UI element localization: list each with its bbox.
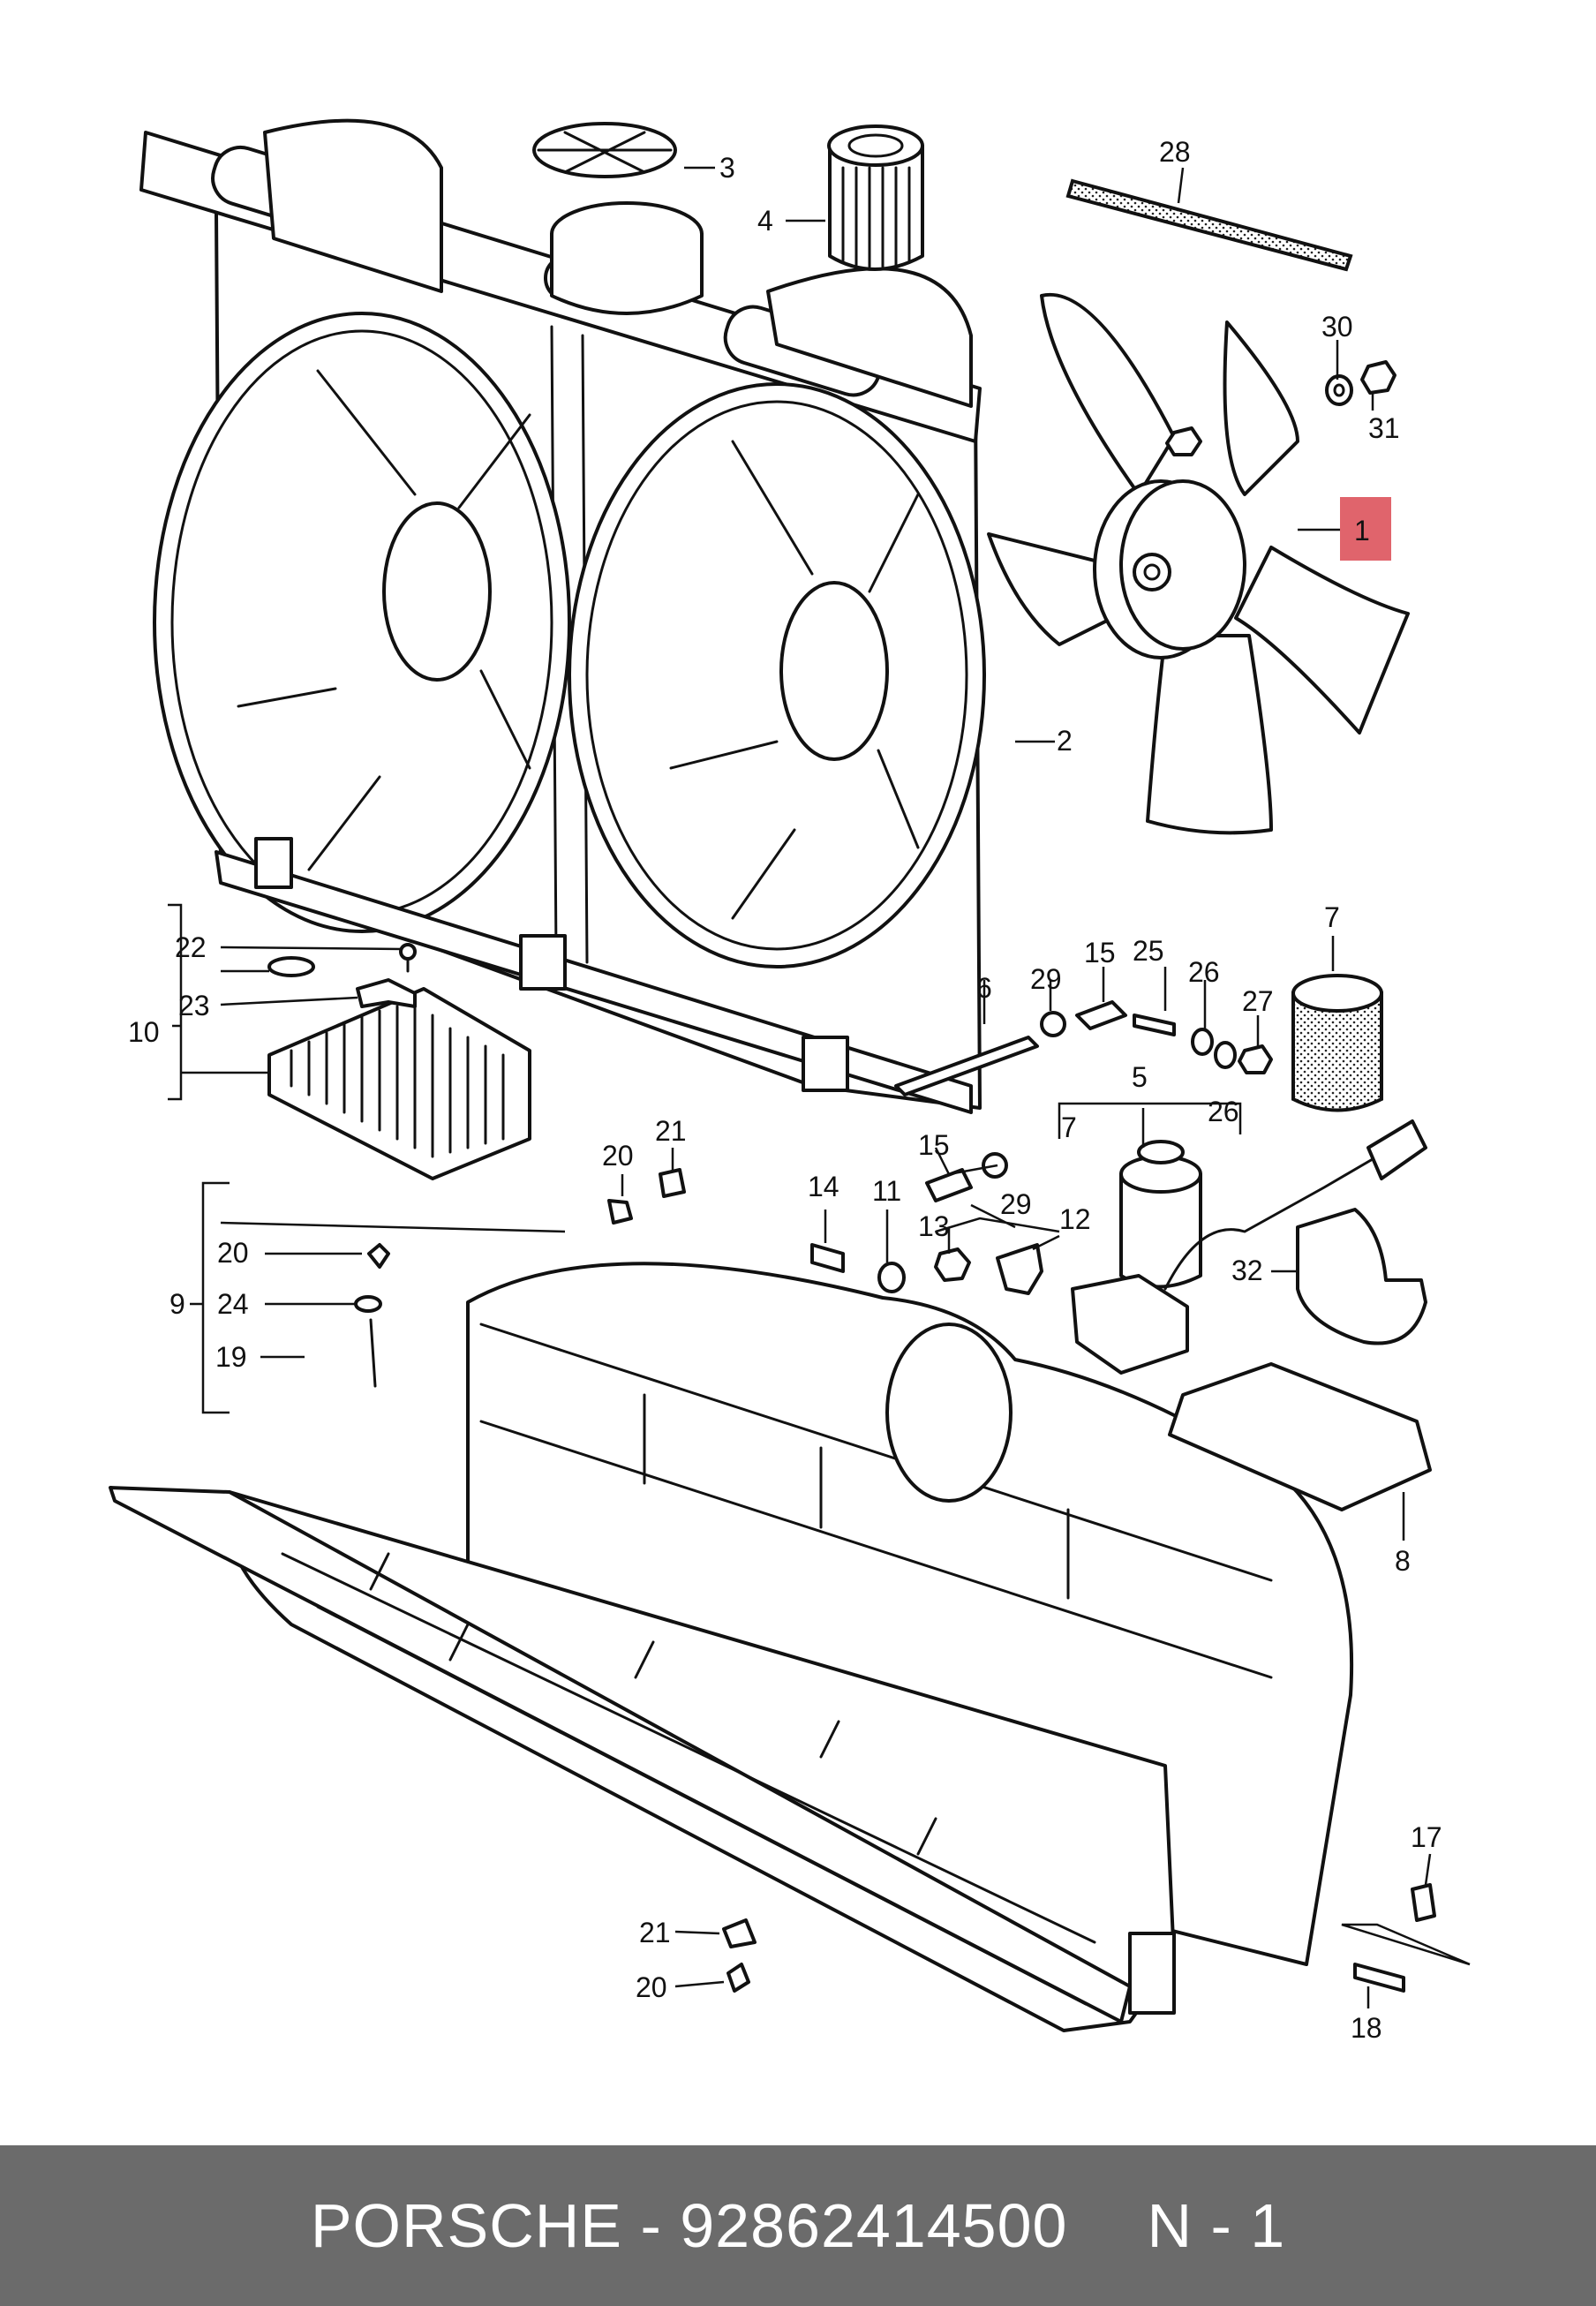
box-part-8 (1168, 1362, 1432, 1511)
callout-23: 23 (178, 990, 210, 1021)
callout-27: 27 (1242, 985, 1274, 1017)
small-hardware (354, 1000, 1436, 1993)
callout-20-c: 20 (636, 1971, 667, 2003)
highlight-box (1340, 497, 1391, 561)
callout-8: 8 (1395, 1545, 1411, 1577)
lower-air-duct (109, 1262, 1354, 2032)
callout-25: 25 (1133, 935, 1164, 967)
callout-21-b: 21 (639, 1917, 671, 1948)
callout-2: 2 (1057, 725, 1073, 757)
nut-part-31 (1360, 360, 1396, 395)
callout-labels: 1 2 3 4 5 6 7 7 8 9 10 11 12 13 14 15 15… (128, 136, 1442, 2044)
callout-5: 5 (1132, 1061, 1148, 1093)
callout-12: 12 (1059, 1203, 1091, 1235)
callout-7-mid: 7 (1061, 1112, 1077, 1143)
reservoir-part-5 (1071, 1119, 1427, 1375)
separator: - (622, 2191, 681, 2260)
callout-6: 6 (976, 972, 992, 1004)
strip-part-28 (1065, 178, 1353, 272)
control-unit-part-10 (267, 943, 531, 1180)
washer-part-30 (1325, 374, 1353, 406)
callout-18: 18 (1351, 2012, 1382, 2044)
filter-part-4 (827, 124, 924, 271)
canister-part-7 (1291, 974, 1383, 1112)
callout-29-mid: 29 (1000, 1188, 1032, 1220)
callout-13: 13 (918, 1210, 950, 1242)
callout-29-top: 29 (1030, 963, 1062, 995)
callout-22: 22 (175, 931, 207, 963)
callout-30: 30 (1321, 311, 1353, 343)
fan-part-1 (987, 292, 1410, 835)
callout-15-mid: 15 (918, 1129, 950, 1161)
parts-diagram: 1 2 3 4 5 6 7 7 8 9 10 11 12 13 14 15 15… (109, 118, 1471, 2044)
callout-26-top: 26 (1188, 956, 1220, 988)
brand-name: PORSCHE (310, 2191, 622, 2260)
fan-shroud-frame (139, 118, 986, 1114)
callout-24: 24 (217, 1288, 249, 1320)
callout-10: 10 (128, 1016, 160, 1048)
part-number: 92862414500 (680, 2191, 1068, 2260)
callout-17: 17 (1411, 1821, 1442, 1853)
callout-9: 9 (169, 1288, 185, 1320)
callout-21-a: 21 (655, 1115, 687, 1147)
clip-part-32 (1296, 1208, 1427, 1345)
callout-20-b: 20 (217, 1237, 249, 1269)
callout-15-top: 15 (1084, 937, 1116, 968)
leader-lines (168, 166, 1471, 2008)
diagram-position: N - 1 (1147, 2191, 1286, 2260)
callout-7-top: 7 (1324, 901, 1340, 933)
callout-1: 1 (1354, 515, 1370, 546)
callout-31: 31 (1368, 412, 1400, 444)
callout-4: 4 (757, 205, 773, 237)
callout-26-mid: 26 (1208, 1096, 1239, 1127)
callout-11: 11 (872, 1175, 901, 1207)
footer-banner: PORSCHE - 92862414500 N - 1 (0, 2145, 1596, 2306)
callout-20-a: 20 (602, 1140, 634, 1172)
callout-19: 19 (215, 1341, 247, 1373)
callout-3: 3 (719, 152, 735, 184)
callout-28: 28 (1159, 136, 1191, 168)
callout-32: 32 (1231, 1255, 1263, 1286)
callout-14: 14 (808, 1171, 839, 1202)
cap-part-3 (532, 122, 704, 315)
